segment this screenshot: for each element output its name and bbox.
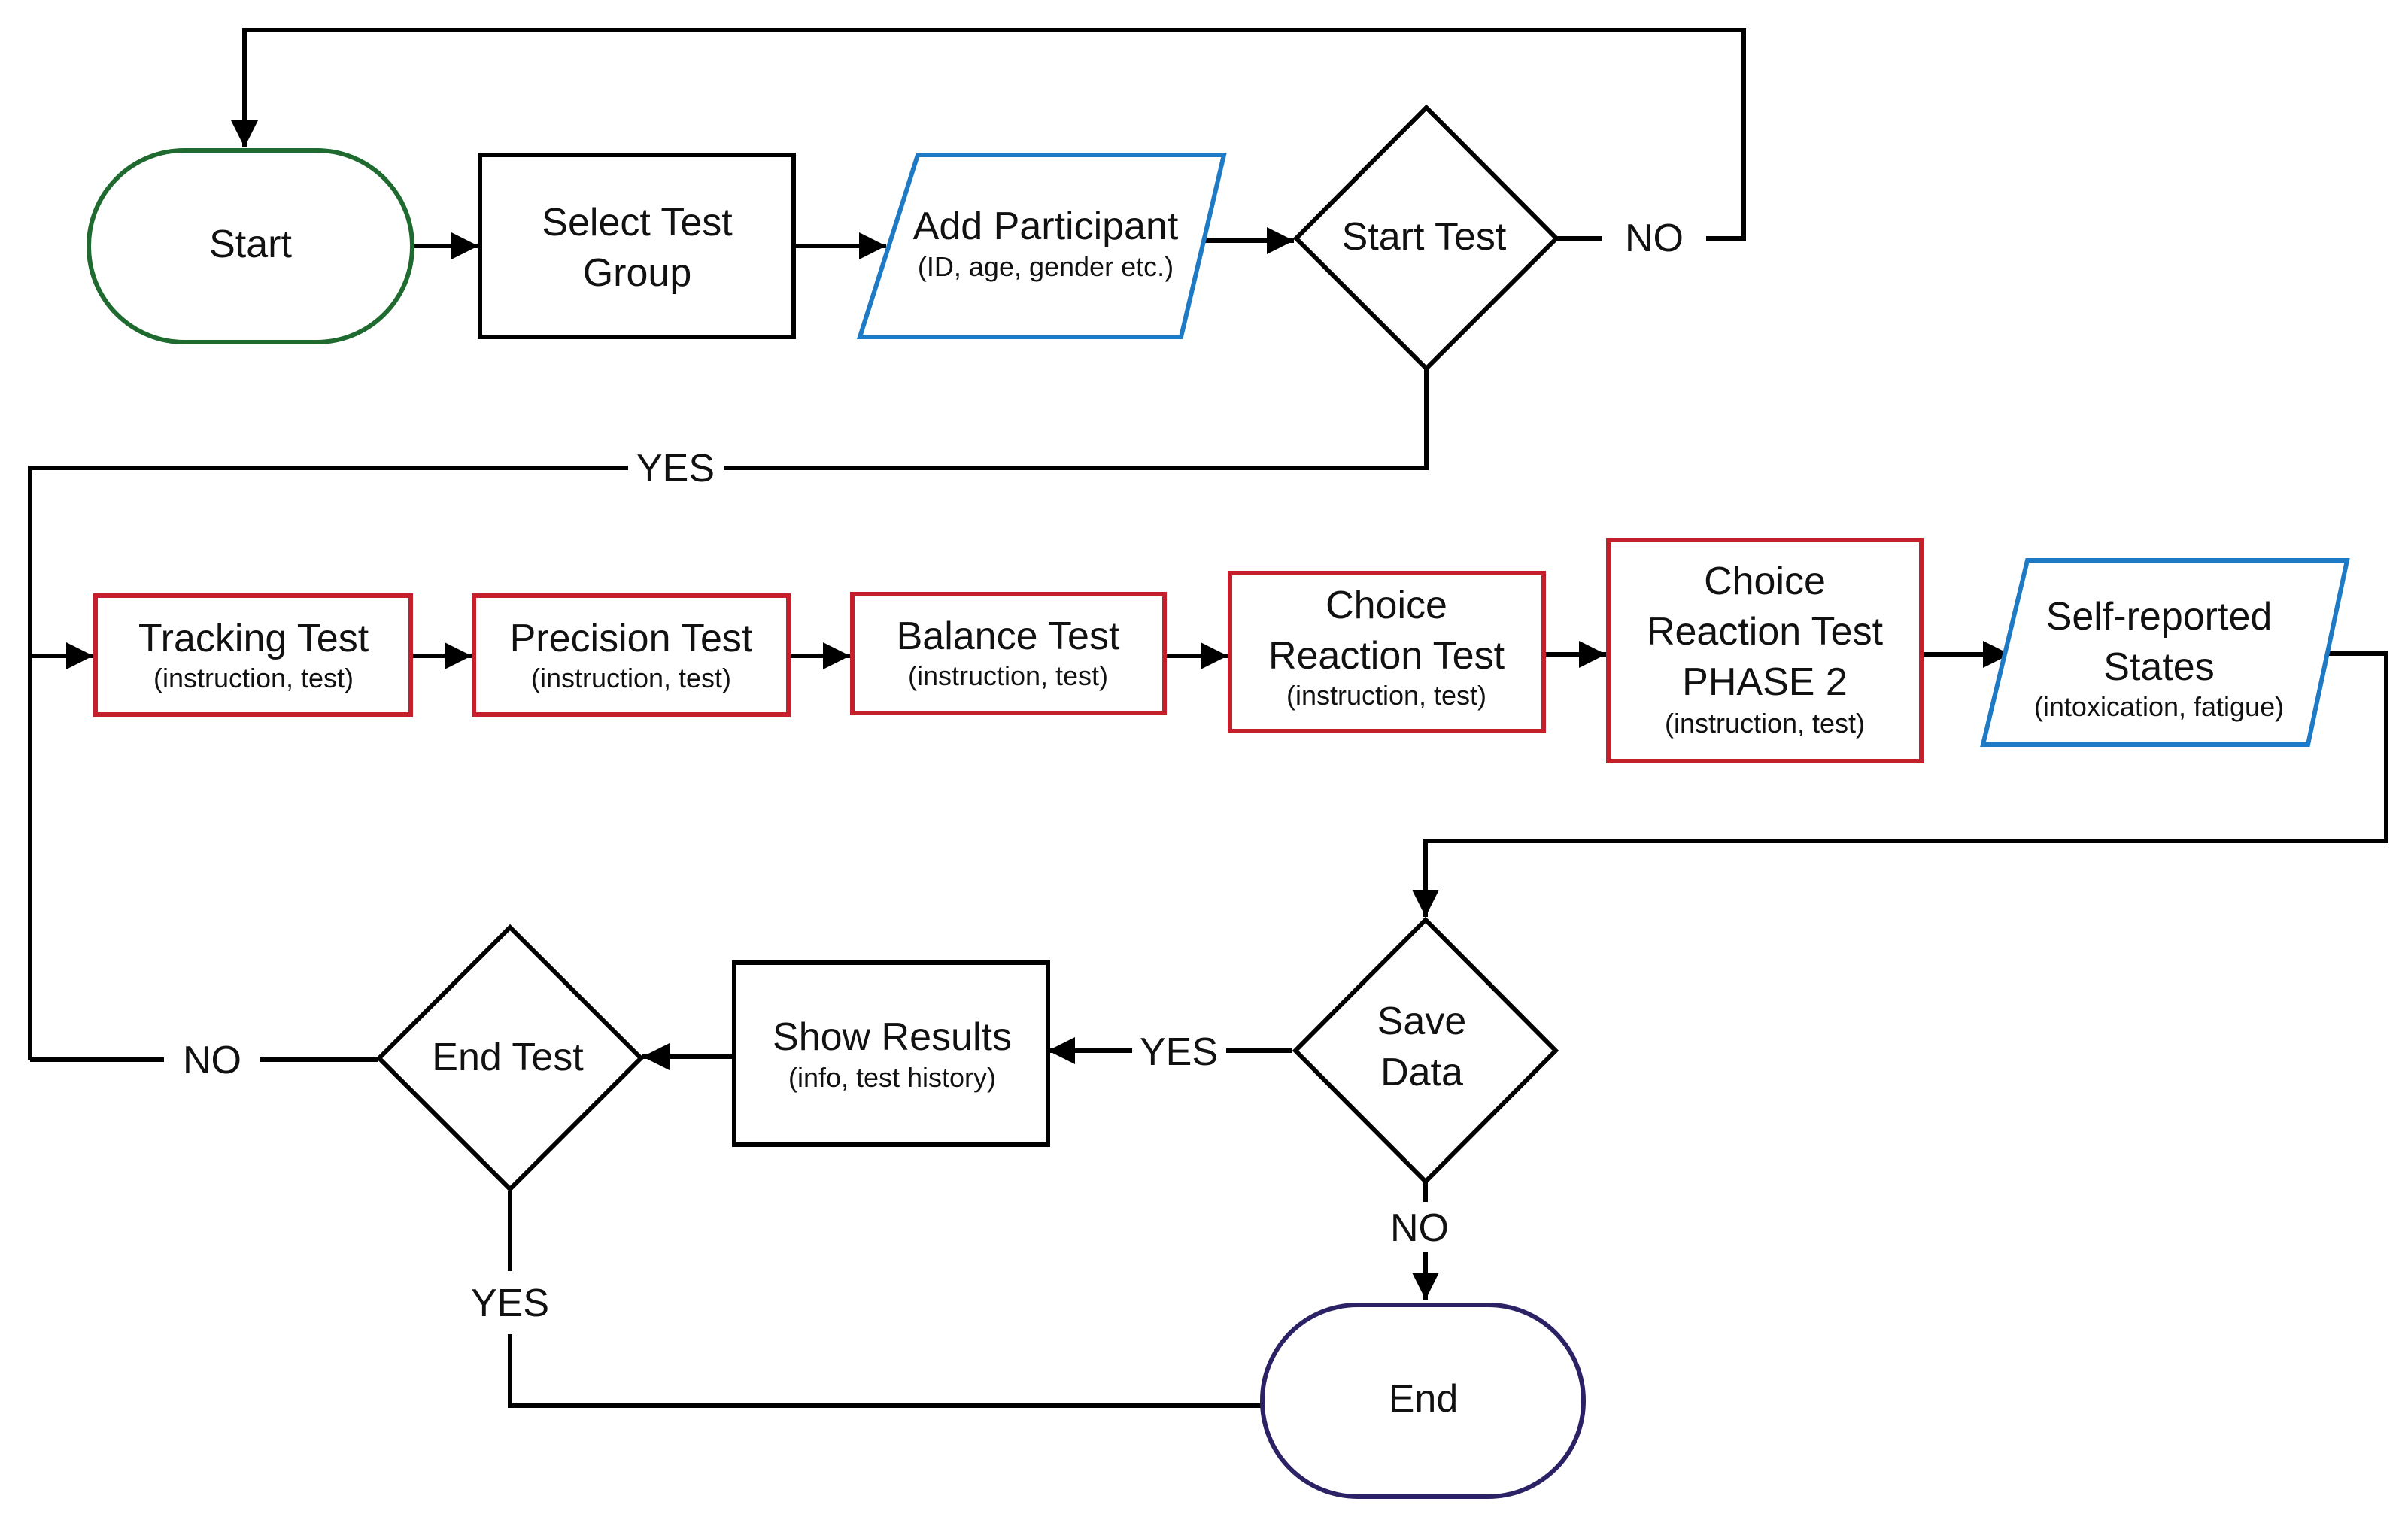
self-report-shape (1980, 558, 2350, 747)
choice-shape (1228, 571, 1546, 733)
end-test-label: End Test (432, 1036, 584, 1079)
edge-labels: NO YES YES NO NO YES (183, 217, 1684, 1325)
node-tracking-test: Tracking Test (instruction, test) (93, 593, 413, 717)
connectors (28, 28, 2388, 1408)
choice-line2: Reaction Test (1268, 634, 1505, 678)
node-end-test: End Test (375, 924, 645, 1193)
select-group-line2: Group (583, 251, 692, 295)
choice2-line2: Reaction Test (1647, 610, 1884, 654)
edge-self-to-save (1412, 651, 2388, 917)
start-test-diamond (1292, 104, 1560, 372)
add-participant-sub: (ID, age, gender etc.) (918, 251, 1174, 282)
self-report-line1: Self-reported (2046, 595, 2273, 639)
end-terminal-shape (1260, 1303, 1586, 1499)
node-precision-test: Precision Test (instruction, test) (472, 593, 791, 717)
node-balance-test: Balance Test (instruction, test) (850, 592, 1167, 715)
show-results-shape (732, 960, 1050, 1147)
balance-sub: (instruction, test) (908, 660, 1108, 691)
precision-shape (472, 593, 791, 717)
choice2-shape (1606, 538, 1924, 763)
precision-label: Precision Test (510, 617, 753, 660)
self-report-line2: States (2103, 645, 2214, 689)
label-starttest-yes: YES (636, 447, 715, 490)
balance-shape (850, 592, 1167, 715)
edge-starttest-yes-a (724, 369, 1429, 470)
choice2-sub: (instruction, test) (1665, 708, 1865, 739)
balance-label: Balance Test (897, 614, 1120, 658)
select-group-shape (478, 153, 796, 339)
save-data-line2: Data (1380, 1051, 1463, 1094)
tracking-label: Tracking Test (138, 617, 369, 660)
precision-sub: (instruction, test) (531, 663, 731, 693)
start-terminal-shape (87, 148, 414, 344)
node-start: Start (87, 148, 414, 344)
select-group-line1: Select Test (542, 201, 733, 244)
label-endtest-yes: YES (471, 1282, 549, 1325)
node-choice-reaction-test: Choice Reaction Test (instruction, test) (1228, 571, 1546, 733)
show-results-label: Show Results (773, 1015, 1012, 1059)
node-start-test: Start Test (1292, 104, 1560, 372)
save-data-line1: Save (1377, 1000, 1467, 1043)
tracking-shape (93, 593, 413, 717)
save-data-diamond (1292, 916, 1559, 1185)
add-participant-label: Add Participant (913, 205, 1179, 248)
node-select-test-group: Select Test Group (478, 153, 796, 339)
add-participant-shape (856, 153, 1227, 339)
show-results-sub: (info, test history) (788, 1062, 996, 1093)
node-end: End (1260, 1303, 1586, 1499)
node-save-data: Save Data (1292, 916, 1559, 1185)
start-label: Start (209, 223, 292, 266)
choice-sub: (instruction, test) (1286, 680, 1486, 711)
node-choice-reaction-phase2: Choice Reaction Test PHASE 2 (instructio… (1606, 538, 1924, 763)
end-label: End (1389, 1377, 1459, 1421)
choice2-line1: Choice (1704, 560, 1826, 603)
label-endtest-no: NO (183, 1039, 241, 1082)
choice2-line3: PHASE 2 (1682, 660, 1848, 704)
node-show-results: Show Results (info, test history) (732, 960, 1050, 1147)
self-report-sub: (intoxication, fatigue) (2034, 691, 2284, 722)
tracking-sub: (instruction, test) (153, 663, 354, 693)
label-save-no: NO (1390, 1206, 1449, 1250)
edge-starttest-no-loop (231, 28, 1746, 241)
end-test-diamond (375, 924, 645, 1193)
label-save-yes: YES (1140, 1030, 1218, 1074)
node-add-participant: Add Participant (ID, age, gender etc.) (856, 153, 1227, 339)
node-self-reported-states: Self-reported States (intoxication, fati… (1980, 558, 2350, 747)
label-starttest-no: NO (1625, 217, 1684, 260)
edge-endtest-yes-b (508, 1334, 1262, 1408)
choice-line1: Choice (1325, 584, 1447, 627)
start-test-label: Start Test (1342, 215, 1507, 259)
edge-starttest-yes-b (28, 466, 628, 1060)
